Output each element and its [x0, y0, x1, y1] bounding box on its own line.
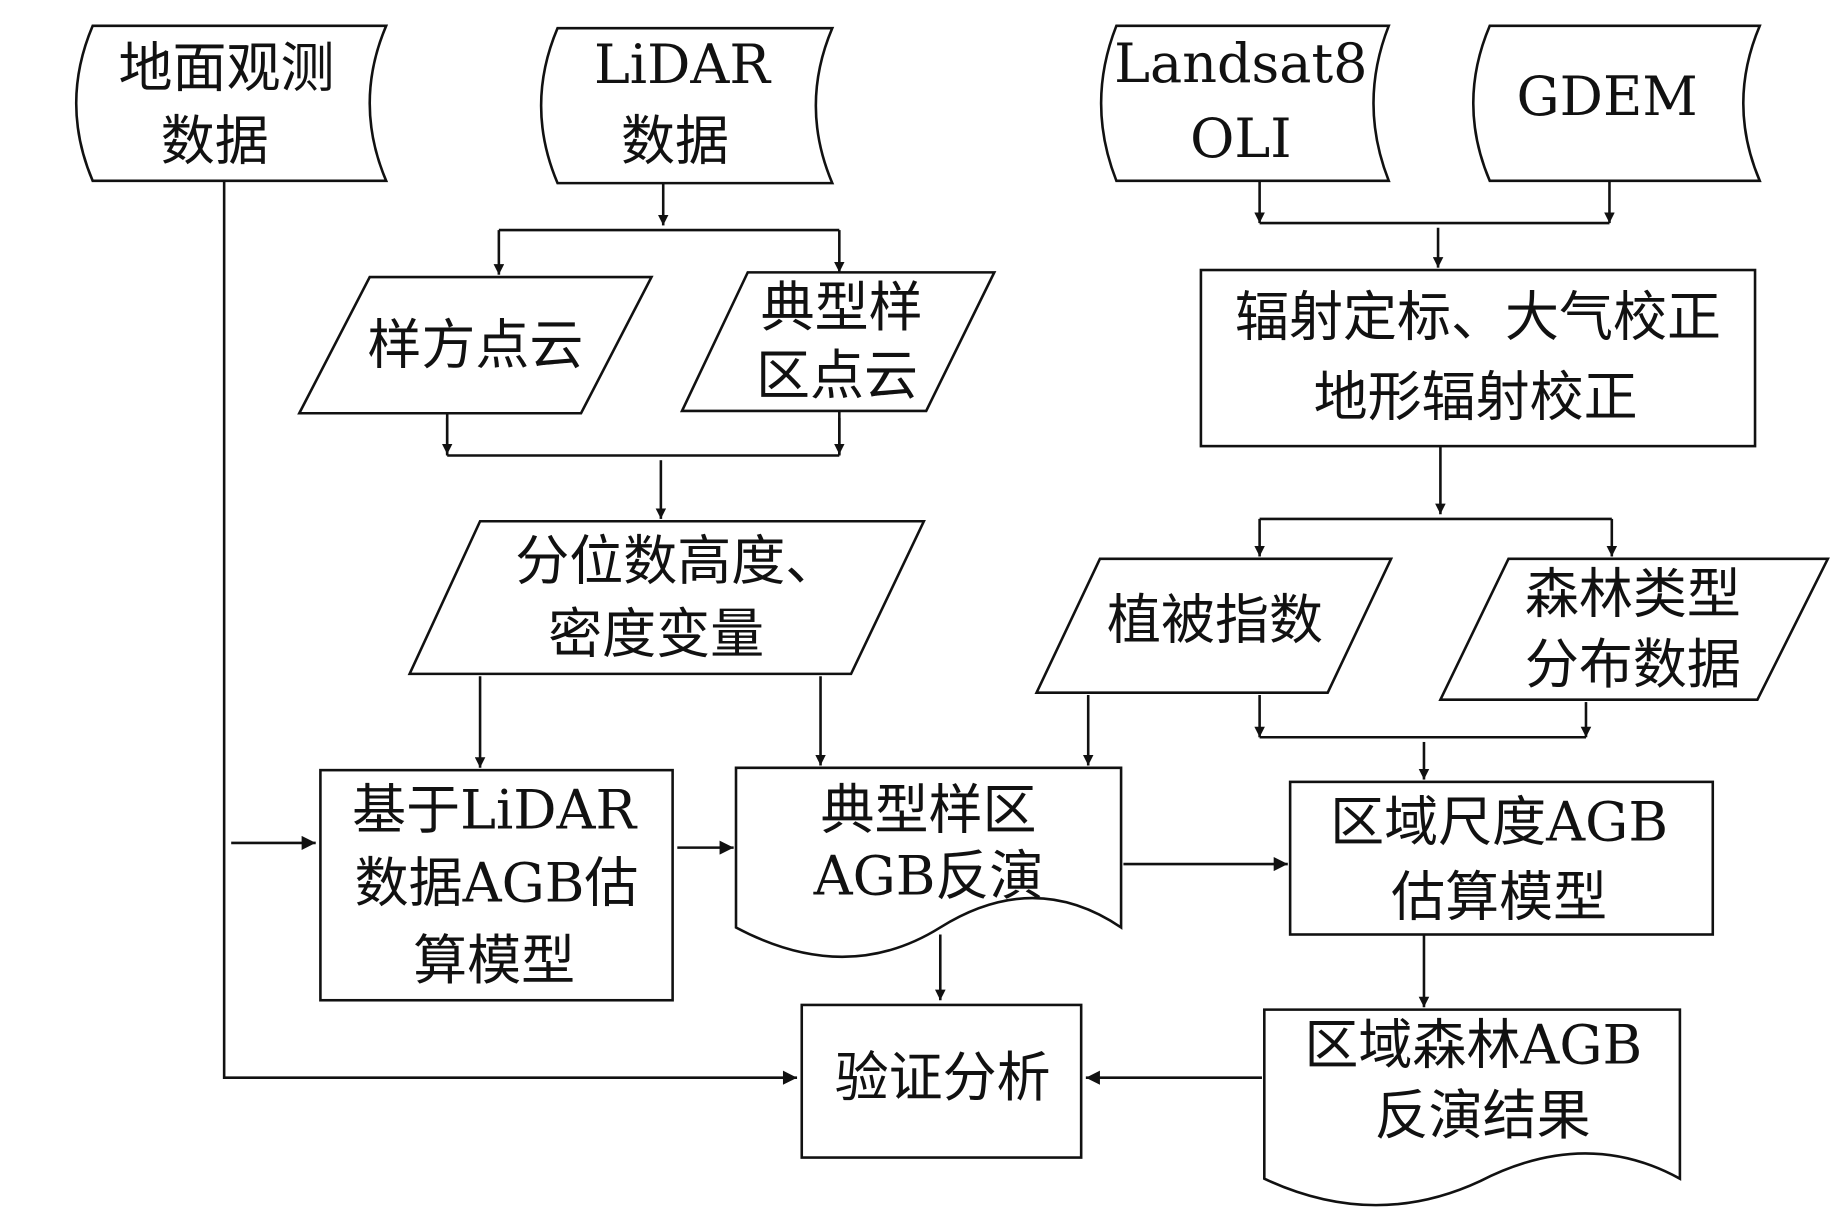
node-label: 辐射定标、大气校正 [1235, 285, 1721, 348]
node-label: 区域尺度AGB [1330, 790, 1668, 853]
node-veg-index: 植被指数 [1034, 557, 1394, 694]
node-label: 植被指数 [1107, 588, 1323, 651]
node-label: 分布数据 [1525, 633, 1741, 696]
node-quantile: 分位数高度、 密度变量 [407, 519, 926, 676]
node-plot-cloud: 样方点云 [297, 275, 654, 415]
node-lidar-model: 基于LiDAR 数据AGB估 算模型 [319, 768, 674, 1002]
node-label: 密度变量 [548, 602, 764, 665]
node-gdem: GDEM [1472, 24, 1762, 183]
node-landsat: Landsat8 OLI [1099, 24, 1391, 183]
node-validation: 验证分析 [800, 1003, 1083, 1159]
node-label: 算模型 [413, 929, 575, 992]
node-label: GDEM [1517, 65, 1698, 128]
node-label: 反演结果 [1375, 1084, 1591, 1147]
node-label: 森林类型 [1525, 563, 1741, 626]
node-label: 地形辐射校正 [1314, 365, 1638, 428]
node-ground-obs: 地面观测 数据 [75, 24, 389, 183]
node-radiometric: 辐射定标、大气校正 地形辐射校正 [1199, 268, 1757, 448]
node-label: 地面观测 [118, 37, 334, 100]
node-label: LiDAR [594, 33, 771, 96]
node-label: 数据AGB估 [355, 851, 639, 914]
node-label: 数据 [161, 109, 269, 172]
node-label: 区域森林AGB [1304, 1013, 1642, 1076]
node-label: 样方点云 [367, 314, 583, 377]
node-label: Landsat8 [1114, 32, 1367, 95]
node-label: 分位数高度、 [515, 530, 839, 593]
node-lidar: LiDAR 数据 [539, 26, 835, 185]
node-label: AGB反演 [813, 844, 1044, 907]
node-label: 数据 [621, 109, 729, 172]
node-regional-model: 区域尺度AGB 估算模型 [1288, 780, 1715, 936]
node-label: 基于LiDAR [352, 779, 637, 842]
node-regional-result: 区域森林AGB 反演结果 [1263, 1008, 1682, 1207]
node-forest-type: 森林类型 分布数据 [1438, 557, 1830, 701]
node-label: 估算模型 [1391, 865, 1607, 928]
node-label: 典型样区 [821, 779, 1037, 842]
node-sample-agb: 典型样区 AGB反演 [734, 766, 1123, 959]
node-label: OLI [1190, 107, 1291, 170]
node-label: 典型样 [761, 276, 923, 339]
node-label: 区点云 [756, 344, 918, 407]
connector [222, 180, 798, 1085]
node-sample-cloud: 典型样 区点云 [679, 271, 997, 413]
node-label: 验证分析 [835, 1046, 1051, 1109]
